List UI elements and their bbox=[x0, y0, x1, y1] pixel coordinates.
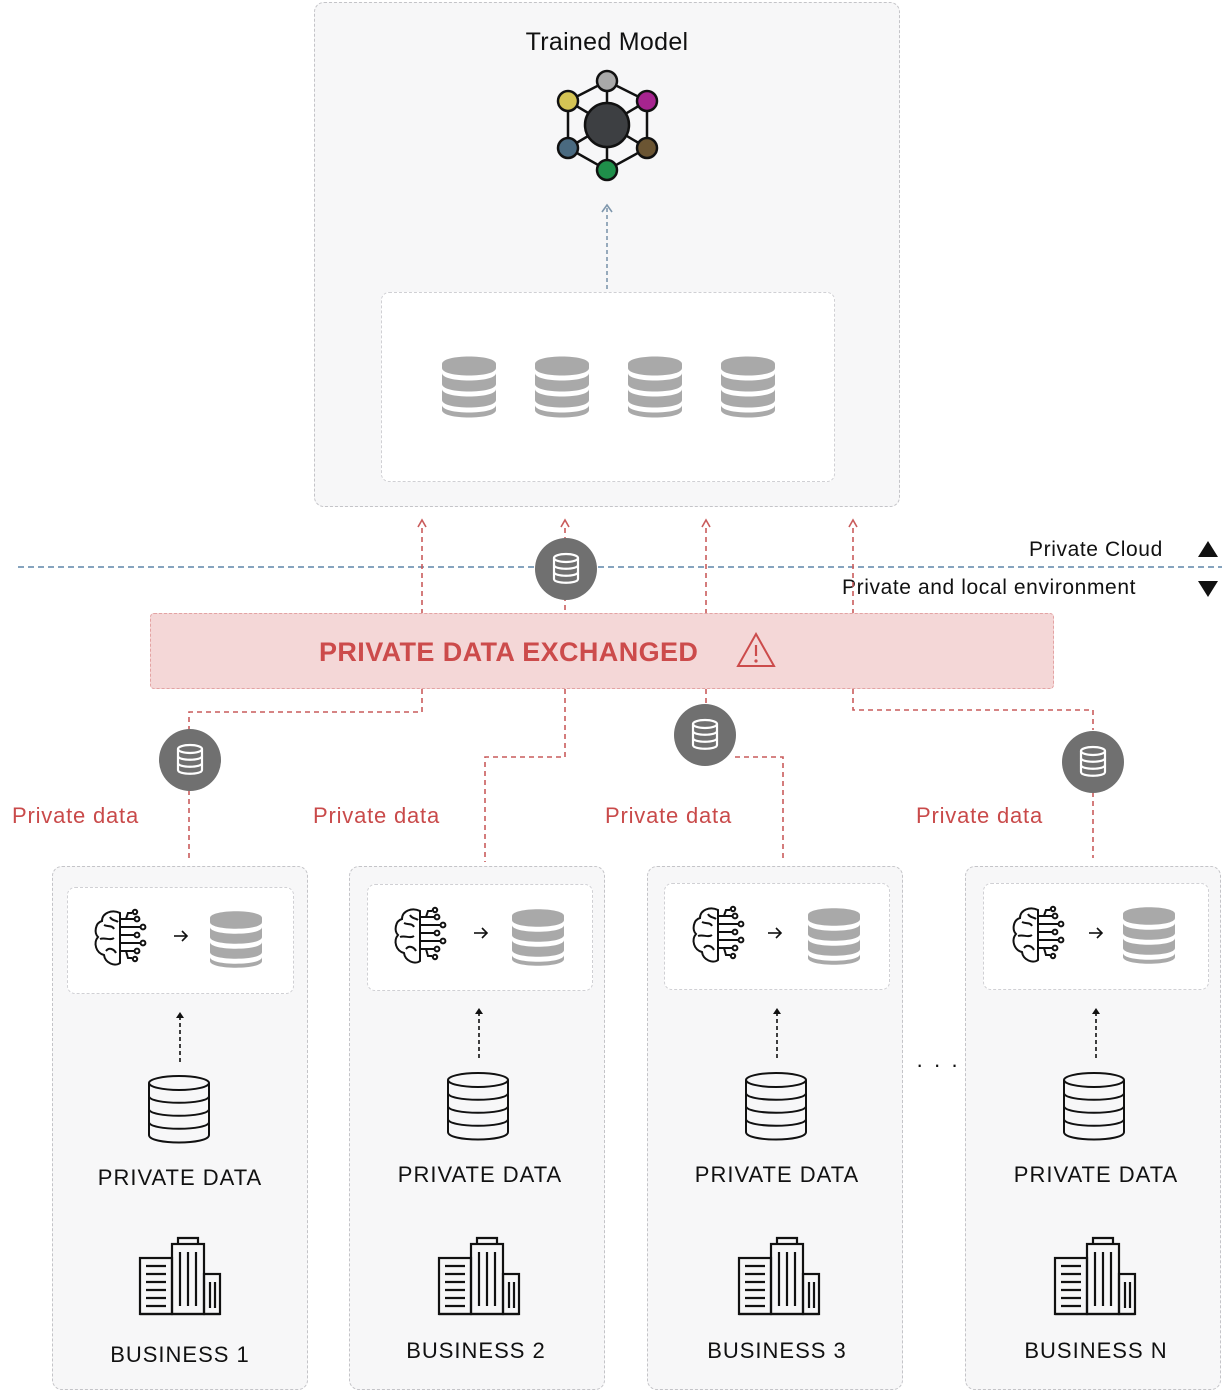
flow-4-database-badge bbox=[1062, 731, 1124, 793]
private-data-database-icon bbox=[148, 1075, 210, 1144]
private-data-database-icon bbox=[745, 1072, 807, 1141]
private-data-database-icon bbox=[1063, 1072, 1125, 1141]
brain-icon bbox=[394, 906, 447, 964]
database-icon bbox=[1123, 907, 1175, 964]
business-n-data-label: PRIVATE DATA bbox=[1013, 1162, 1179, 1187]
private-data-database-icon bbox=[447, 1072, 509, 1141]
banner-text: PRIVATE DATA EXCHANGED bbox=[319, 637, 699, 667]
flow-3-label: Private data bbox=[605, 803, 733, 828]
aggregate-arrow bbox=[601, 203, 613, 292]
upload-arrow bbox=[176, 1012, 184, 1062]
more-businesses-ellipsis: · · · bbox=[916, 1052, 961, 1077]
private-local-label: Private and local environment bbox=[842, 576, 1137, 599]
flow-4-label: Private data bbox=[916, 803, 1044, 828]
business-2-data-label: PRIVATE DATA bbox=[397, 1162, 563, 1187]
database-icon bbox=[808, 908, 860, 965]
trained-model-title: Trained Model bbox=[525, 28, 689, 56]
flow-1-database-badge bbox=[159, 729, 221, 791]
brain-icon bbox=[1012, 905, 1065, 963]
business-3-name: BUSINESS 3 bbox=[707, 1338, 847, 1363]
private-cloud-label: Private Cloud bbox=[1029, 538, 1163, 561]
business-1-name: BUSINESS 1 bbox=[110, 1342, 250, 1367]
business-n-name: BUSINESS N bbox=[1024, 1338, 1168, 1363]
business-1-training-box bbox=[67, 887, 294, 994]
exchange-database-badge bbox=[535, 538, 597, 600]
arrow-right-icon bbox=[768, 927, 783, 939]
brain-icon bbox=[94, 908, 147, 966]
upload-arrow bbox=[1092, 1008, 1100, 1058]
upload-arrow bbox=[773, 1008, 781, 1058]
database-icon bbox=[210, 911, 262, 968]
brain-icon bbox=[692, 905, 745, 963]
triangle-up-icon bbox=[1198, 541, 1218, 557]
buildings-icon bbox=[1053, 1236, 1137, 1316]
flow-2-label: Private data bbox=[313, 803, 441, 828]
database-icon bbox=[512, 909, 564, 966]
arrow-right-icon bbox=[174, 930, 189, 942]
flow-1-label: Private data bbox=[12, 803, 140, 828]
arrow-right-icon bbox=[474, 927, 489, 939]
warning-icon bbox=[736, 631, 776, 667]
flow-3-database-badge bbox=[674, 704, 736, 766]
business-3-data-label: PRIVATE DATA bbox=[694, 1162, 860, 1187]
cloud-local-divider bbox=[18, 566, 1222, 568]
buildings-icon bbox=[138, 1236, 222, 1316]
business-n-training-box bbox=[983, 883, 1209, 990]
buildings-icon bbox=[437, 1236, 521, 1316]
arrow-right-icon bbox=[1089, 927, 1104, 939]
neural-model-icon bbox=[556, 69, 659, 182]
business-1-data-label: PRIVATE DATA bbox=[97, 1165, 263, 1190]
buildings-icon bbox=[737, 1236, 821, 1316]
upload-arrow bbox=[475, 1008, 483, 1058]
business-2-name: BUSINESS 2 bbox=[406, 1338, 546, 1363]
private-data-exchanged-banner: PRIVATE DATA EXCHANGED bbox=[150, 613, 1054, 689]
triangle-down-icon bbox=[1198, 581, 1218, 597]
